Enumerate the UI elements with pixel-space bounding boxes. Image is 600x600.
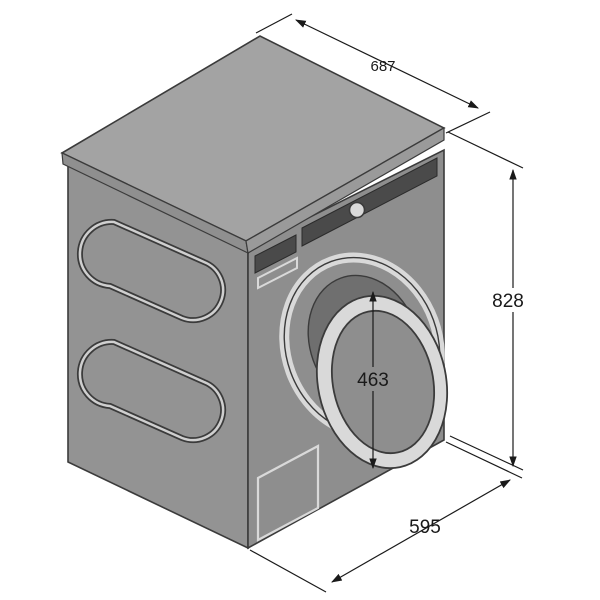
width-label: 595 <box>409 517 441 538</box>
height-label: 828 <box>492 291 524 312</box>
control-strip-left <box>254 234 297 274</box>
control-strip <box>301 157 438 247</box>
detergent-drawer <box>257 256 298 290</box>
program-knob-icon <box>348 201 366 219</box>
dimension-depth: 687 <box>255 13 491 134</box>
service-hatch <box>256 444 320 542</box>
door-diameter-label: 463 <box>357 370 389 391</box>
dimension-height: 828 <box>447 131 528 471</box>
side-embossing <box>77 218 227 443</box>
depth-label: 687 <box>370 58 395 75</box>
dimension-width: 595 <box>249 441 523 593</box>
top-edge-front <box>245 126 445 254</box>
dimension-door: 463 <box>352 290 394 470</box>
control-panel <box>254 157 438 290</box>
